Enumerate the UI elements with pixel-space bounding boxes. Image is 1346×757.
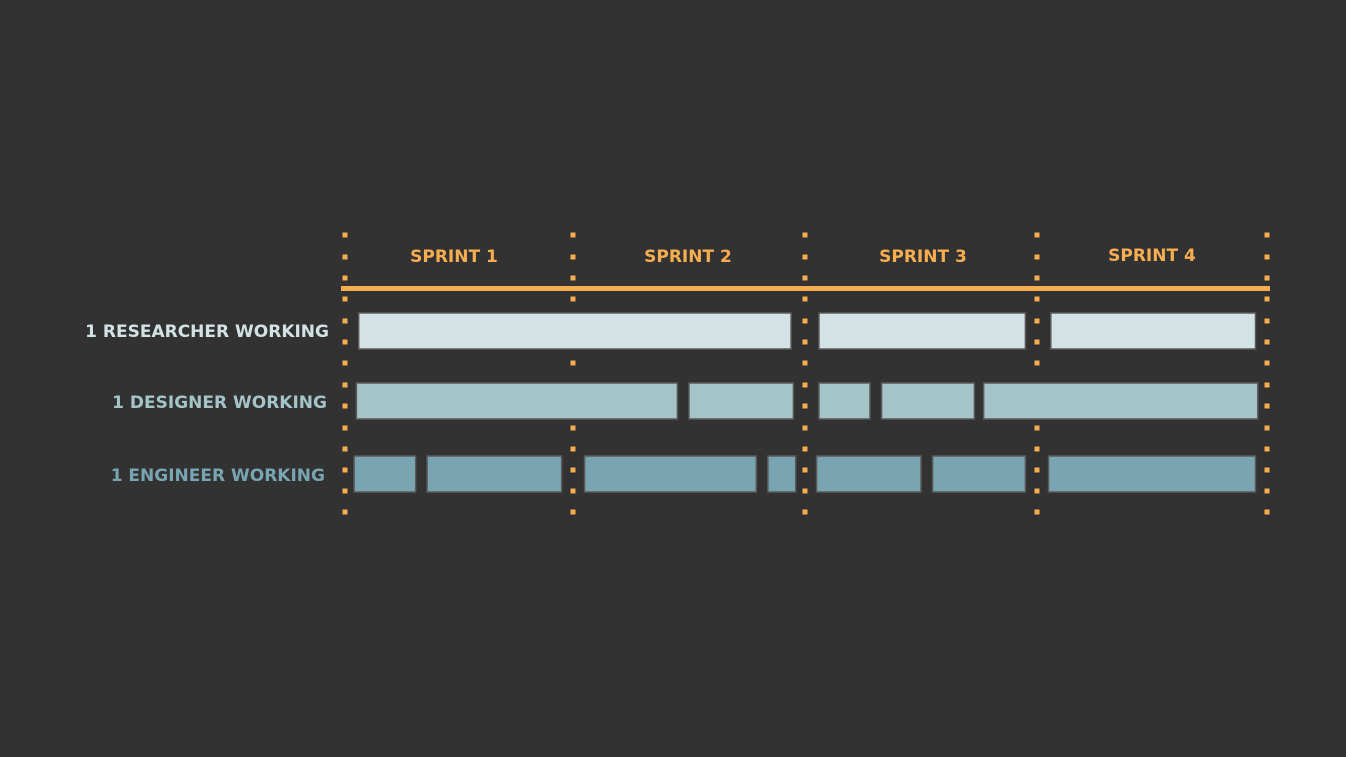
divider-2-dot [802, 403, 808, 409]
sprint-dividers [342, 232, 1270, 515]
divider-0-dot [342, 467, 348, 473]
divider-4-dot [1264, 403, 1270, 409]
divider-4-dot [1264, 488, 1270, 494]
sprint-1-label: SPRINT 1 [410, 247, 498, 267]
divider-2-dot [802, 339, 808, 345]
divider-2-dot [802, 446, 808, 452]
divider-2-dot [802, 254, 808, 260]
divider-1-dot [570, 232, 576, 238]
engineer-work-bar [1047, 455, 1257, 493]
divider-2-dot [802, 488, 808, 494]
divider-1-dot [570, 467, 576, 473]
divider-0-dot [342, 360, 348, 366]
divider-1-dot [570, 509, 576, 515]
divider-0-dot [342, 339, 348, 345]
divider-0-dot [342, 318, 348, 324]
sprint-3-label: SPRINT 3 [879, 247, 967, 267]
divider-2-dot [802, 382, 808, 388]
divider-3-dot [1034, 446, 1040, 452]
divider-2-dot [802, 296, 808, 302]
divider-1-dot [570, 425, 576, 431]
divider-2-dot [802, 318, 808, 324]
engineer-work-bar [353, 455, 417, 493]
divider-4-dot [1264, 275, 1270, 281]
work-bars [353, 312, 1259, 493]
researcher-work-bar [357, 312, 792, 350]
divider-0-dot [342, 425, 348, 431]
divider-3-dot [1034, 488, 1040, 494]
divider-1-dot [570, 360, 576, 366]
divider-3-dot [1034, 360, 1040, 366]
divider-0-dot [342, 254, 348, 260]
engineer-work-bar [426, 455, 563, 493]
divider-1-dot [570, 446, 576, 452]
divider-2-dot [802, 232, 808, 238]
divider-2-dot [802, 425, 808, 431]
engineer-row-label: 1 ENGINEER WORKING [111, 466, 325, 486]
divider-4-dot [1264, 339, 1270, 345]
divider-0-dot [342, 382, 348, 388]
engineer-work-bar [815, 455, 922, 493]
divider-3-dot [1034, 425, 1040, 431]
divider-1-dot [570, 275, 576, 281]
divider-3-dot [1034, 509, 1040, 515]
divider-2-dot [802, 467, 808, 473]
divider-0-dot [342, 446, 348, 452]
designer-work-bar [688, 382, 795, 420]
divider-4-dot [1264, 232, 1270, 238]
researcher-work-bar [1050, 312, 1257, 350]
divider-1-dot [570, 254, 576, 260]
divider-4-dot [1264, 382, 1270, 388]
divider-3-dot [1034, 275, 1040, 281]
designer-work-bar [818, 382, 871, 420]
divider-2-dot [802, 360, 808, 366]
designer-work-bar [982, 382, 1259, 420]
divider-3-dot [1034, 254, 1040, 260]
designer-work-bar [355, 382, 679, 420]
divider-3-dot [1034, 339, 1040, 345]
divider-0-dot [342, 403, 348, 409]
engineer-work-bar [583, 455, 758, 493]
divider-4-dot [1264, 425, 1270, 431]
divider-3-dot [1034, 232, 1040, 238]
divider-4-dot [1264, 467, 1270, 473]
divider-0-dot [342, 275, 348, 281]
divider-4-dot [1264, 254, 1270, 260]
divider-4-dot [1264, 360, 1270, 366]
divider-0-dot [342, 488, 348, 494]
divider-2-dot [802, 509, 808, 515]
divider-1-dot [570, 488, 576, 494]
designer-row-label: 1 DESIGNER WORKING [112, 393, 327, 413]
divider-2-dot [802, 275, 808, 281]
divider-1-dot [570, 296, 576, 302]
divider-0-dot [342, 509, 348, 515]
divider-3-dot [1034, 467, 1040, 473]
divider-3-dot [1034, 318, 1040, 324]
designer-work-bar [880, 382, 976, 420]
researcher-work-bar [818, 312, 1027, 350]
divider-4-dot [1264, 296, 1270, 302]
divider-0-dot [342, 232, 348, 238]
researcher-row-label: 1 RESEARCHER WORKING [85, 322, 329, 342]
sprint-4-label: SPRINT 4 [1108, 246, 1196, 266]
divider-3-dot [1034, 296, 1040, 302]
divider-4-dot [1264, 318, 1270, 324]
engineer-work-bar [767, 455, 797, 493]
divider-4-dot [1264, 509, 1270, 515]
divider-4-dot [1264, 446, 1270, 452]
divider-0-dot [342, 296, 348, 302]
sprint-2-label: SPRINT 2 [644, 247, 732, 267]
engineer-work-bar [931, 455, 1027, 493]
